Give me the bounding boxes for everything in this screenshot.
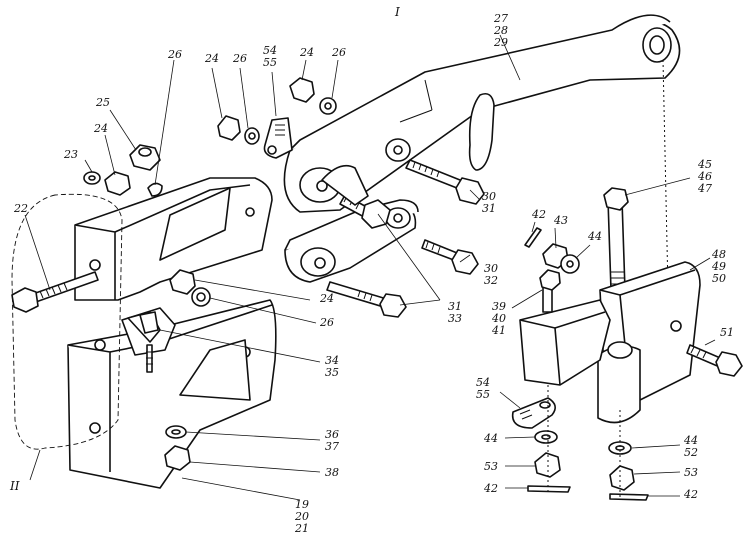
callout-number: 30 bbox=[482, 190, 496, 203]
callout-number: 24 bbox=[93, 122, 108, 135]
callout-number: 26 bbox=[331, 46, 346, 59]
callout-number: 42 bbox=[531, 208, 546, 221]
callout-number: 39 bbox=[492, 300, 506, 313]
callout-number: 47 bbox=[697, 182, 712, 195]
detail-II-outline bbox=[11, 193, 123, 450]
callout-number: 27 bbox=[493, 12, 508, 25]
callout-number: 23 bbox=[63, 148, 78, 161]
callout-c-42-c: 42 bbox=[683, 488, 698, 501]
callout-number: 21 bbox=[294, 522, 309, 535]
left-bracket bbox=[67, 177, 277, 489]
callout-number: 46 bbox=[697, 170, 712, 183]
callout-c-51: 51 bbox=[720, 326, 734, 339]
callout-c-24-d: 24 bbox=[319, 292, 334, 305]
callout-c-44-b: 44 bbox=[483, 432, 498, 445]
callout-number: 52 bbox=[684, 446, 698, 459]
callout-number: 51 bbox=[720, 326, 734, 339]
callout-number: 34 bbox=[325, 354, 339, 367]
callout-number: 44 bbox=[683, 434, 698, 447]
callout-c-42-b: 42 bbox=[483, 482, 498, 495]
callout-number: 45 bbox=[697, 158, 712, 171]
callout-number: 42 bbox=[483, 482, 498, 495]
upper-link-arm bbox=[283, 14, 681, 213]
callout-number: 40 bbox=[491, 312, 506, 325]
callout-c-42-a: 42 bbox=[531, 208, 546, 221]
callout-number: 24 bbox=[319, 292, 334, 305]
callout-number: 49 bbox=[711, 260, 726, 273]
callout-number: 26 bbox=[167, 48, 182, 61]
callout-c-53-a: 53 bbox=[484, 460, 498, 473]
callout-c-24-a: 24 bbox=[204, 52, 219, 65]
callout-number: 20 bbox=[294, 510, 309, 523]
callout-number: 42 bbox=[683, 488, 698, 501]
link-bolts bbox=[321, 159, 485, 318]
callout-number: 31 bbox=[448, 300, 462, 313]
callout-number: 55 bbox=[476, 388, 490, 401]
callout-number: 35 bbox=[325, 366, 339, 379]
callout-number: 43 bbox=[553, 214, 568, 227]
callout-number: 33 bbox=[448, 312, 462, 325]
roman-label-I: I bbox=[394, 5, 400, 19]
callout-c-26-a: 26 bbox=[232, 52, 247, 65]
callout-c-43: 43 bbox=[553, 214, 568, 227]
callout-number: 41 bbox=[491, 324, 506, 337]
callout-number: 53 bbox=[684, 466, 698, 479]
callout-number: 54 bbox=[476, 376, 490, 389]
callout-number: 22 bbox=[13, 202, 28, 215]
callout-number: 19 bbox=[295, 498, 309, 511]
leader-lines bbox=[24, 34, 716, 501]
callout-c-23: 23 bbox=[63, 148, 78, 161]
callout-c-24-c: 24 bbox=[93, 122, 108, 135]
callout-number: 37 bbox=[325, 440, 339, 453]
callout-c-25: 25 bbox=[95, 96, 110, 109]
bolt-22 bbox=[11, 271, 99, 313]
callout-number: 29 bbox=[493, 36, 508, 49]
callout-c-24-b: 24 bbox=[299, 46, 314, 59]
callout-number: 38 bbox=[325, 466, 339, 479]
callout-c-22: 22 bbox=[13, 202, 28, 215]
callout-number: 44 bbox=[483, 432, 498, 445]
callout-number: 28 bbox=[493, 24, 508, 37]
callout-number: 31 bbox=[482, 202, 496, 215]
callout-number: 25 bbox=[95, 96, 110, 109]
callout-c-26-d: 26 bbox=[319, 316, 334, 329]
callout-number: 44 bbox=[587, 230, 602, 243]
callout-number: 26 bbox=[232, 52, 247, 65]
callout-number: 24 bbox=[299, 46, 314, 59]
callout-number: 50 bbox=[712, 272, 726, 285]
callout-number: 30 bbox=[484, 262, 498, 275]
callout-number: 24 bbox=[204, 52, 219, 65]
callout-number: 32 bbox=[484, 274, 498, 287]
right-assembly bbox=[511, 59, 743, 501]
callout-c-44-a: 44 bbox=[587, 230, 602, 243]
callout-c-26-c: 26 bbox=[167, 48, 182, 61]
callout-c-38: 38 bbox=[325, 466, 339, 479]
top-left-fasteners bbox=[83, 77, 337, 471]
callout-number: 54 bbox=[263, 44, 277, 57]
callout-number: 36 bbox=[325, 428, 339, 441]
roman-label-II: II bbox=[9, 479, 20, 493]
callout-number: 48 bbox=[711, 248, 726, 261]
callout-number: 55 bbox=[263, 56, 277, 69]
callout-c-26-b: 26 bbox=[331, 46, 346, 59]
callout-c-53-b: 53 bbox=[684, 466, 698, 479]
callout-number: 53 bbox=[484, 460, 498, 473]
callout-number: 26 bbox=[319, 316, 334, 329]
